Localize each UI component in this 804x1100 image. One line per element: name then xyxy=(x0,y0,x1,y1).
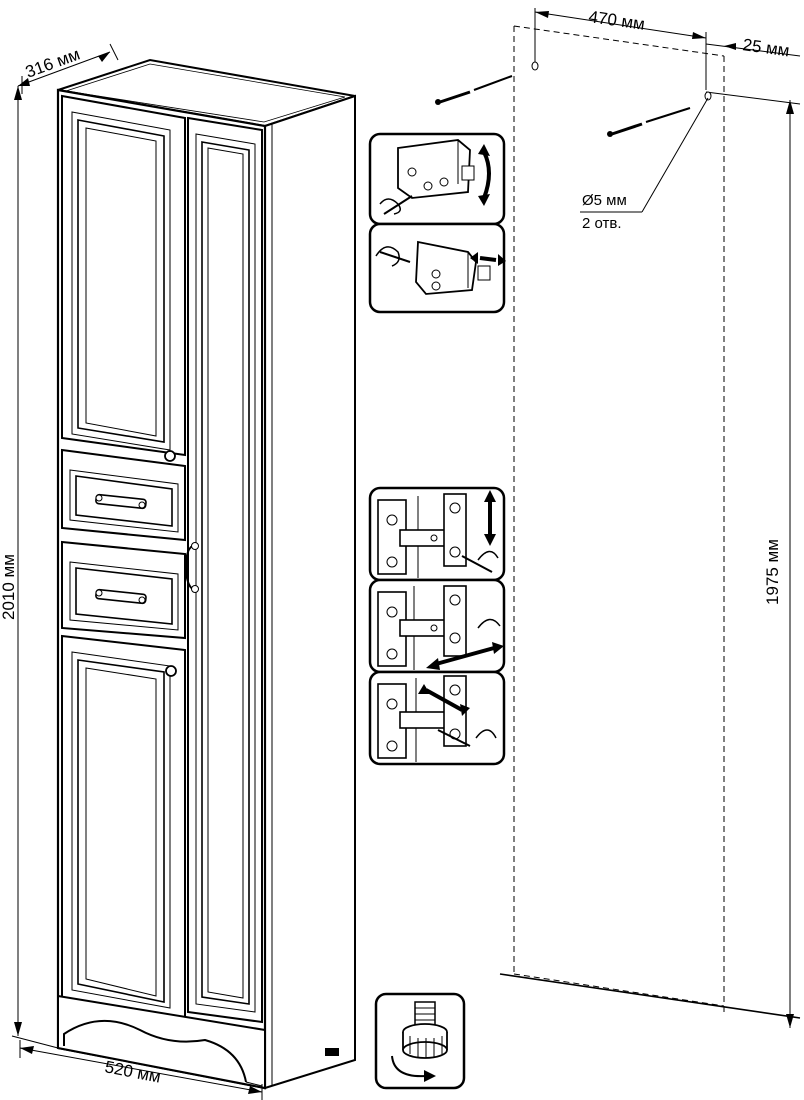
tall-cabinet-illustration xyxy=(56,58,356,1090)
mount-height-label: 1975 мм xyxy=(763,539,782,605)
hole-count-label: 2 отв. xyxy=(582,215,622,232)
hinge-horizontal-adjust-icon xyxy=(368,578,506,674)
bracket-horizontal-adjust-icon xyxy=(368,222,506,314)
hole-spacing-label: 470 мм xyxy=(587,7,646,34)
adjustable-leg-icon xyxy=(374,992,466,1090)
depth-dimension-label: 316 мм xyxy=(23,45,83,82)
hinge-depth-adjust-icon xyxy=(368,670,506,766)
height-dimension-label: 2010 мм xyxy=(0,554,18,620)
wall-outline xyxy=(499,25,801,1019)
screw-icon xyxy=(435,75,691,137)
hole-diameter-label: Ø5 мм xyxy=(582,192,627,209)
side-offset-label: 25 мм xyxy=(741,35,790,60)
bracket-vertical-adjust-icon xyxy=(368,132,506,226)
hinge-vertical-adjust-icon xyxy=(368,486,506,582)
